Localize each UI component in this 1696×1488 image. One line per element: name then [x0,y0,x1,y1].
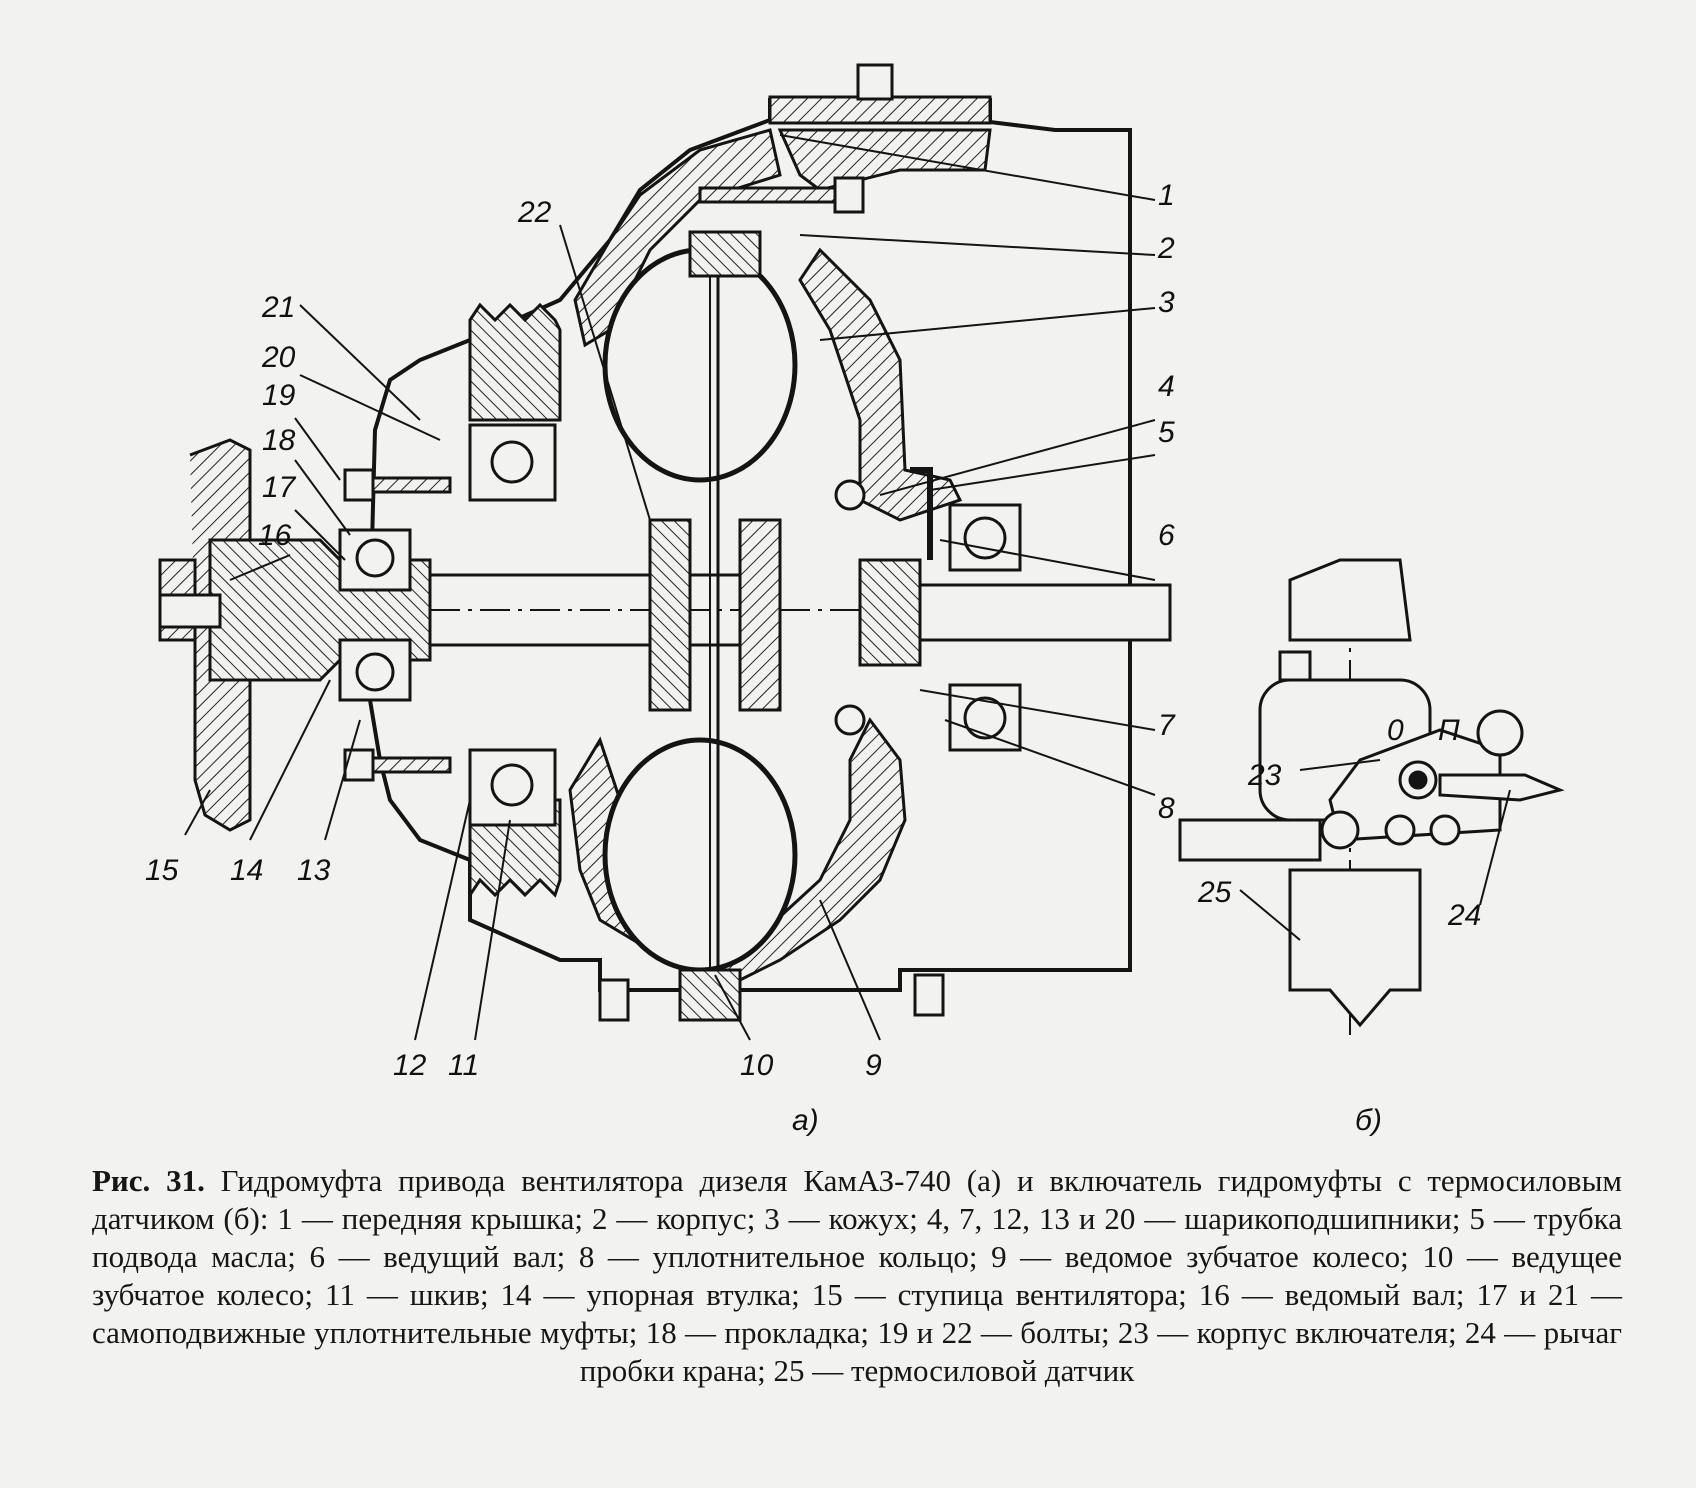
label-23: 23 [1247,759,1282,792]
label-17: 17 [262,471,297,504]
label-12: 12 [393,1049,427,1082]
label-11: 11 [448,1049,479,1082]
label-4: 4 [1158,370,1175,403]
label-19: 19 [262,379,296,412]
leader-lines [184,134,1511,1041]
figure-caption: Рис. 31. Гидромуфта привода вентилятора … [92,1162,1622,1390]
callout-labels: 1 2 3 4 5 6 7 8 9 10 11 12 13 14 15 16 1… [145,179,1481,1082]
caption-text: Гидромуфта привода вентилятора дизеля Ка… [92,1163,1623,1388]
label-20: 20 [261,341,296,374]
label-2: 2 [1157,232,1175,265]
bearings [338,423,1022,827]
label-21: 21 [261,291,295,324]
subfigure-b-label: б) [1355,1104,1382,1137]
label-22: 22 [517,196,552,229]
label-8: 8 [1158,792,1175,825]
switch-mark-zero: 0 [1387,714,1404,747]
label-18: 18 [262,424,296,457]
switch-drawing [1178,558,1565,1035]
label-16: 16 [258,519,292,552]
label-25: 25 [1197,876,1232,909]
label-5: 5 [1158,416,1175,449]
label-3: 3 [1158,286,1175,319]
subfigure-a-label: а) [792,1104,819,1137]
label-9: 9 [865,1049,882,1082]
label-14: 14 [230,854,263,887]
label-1: 1 [1158,179,1175,212]
label-6: 6 [1158,519,1175,552]
label-24: 24 [1447,899,1481,932]
label-10: 10 [740,1049,774,1082]
switch-mark-p: П [1438,714,1460,747]
figure-31: 1 2 3 4 5 6 7 8 9 10 11 12 13 14 15 16 1… [145,63,1565,1137]
label-13: 13 [297,854,331,887]
label-7: 7 [1158,709,1176,742]
label-15: 15 [145,854,179,887]
caption-prefix: Рис. 31. [92,1163,205,1198]
